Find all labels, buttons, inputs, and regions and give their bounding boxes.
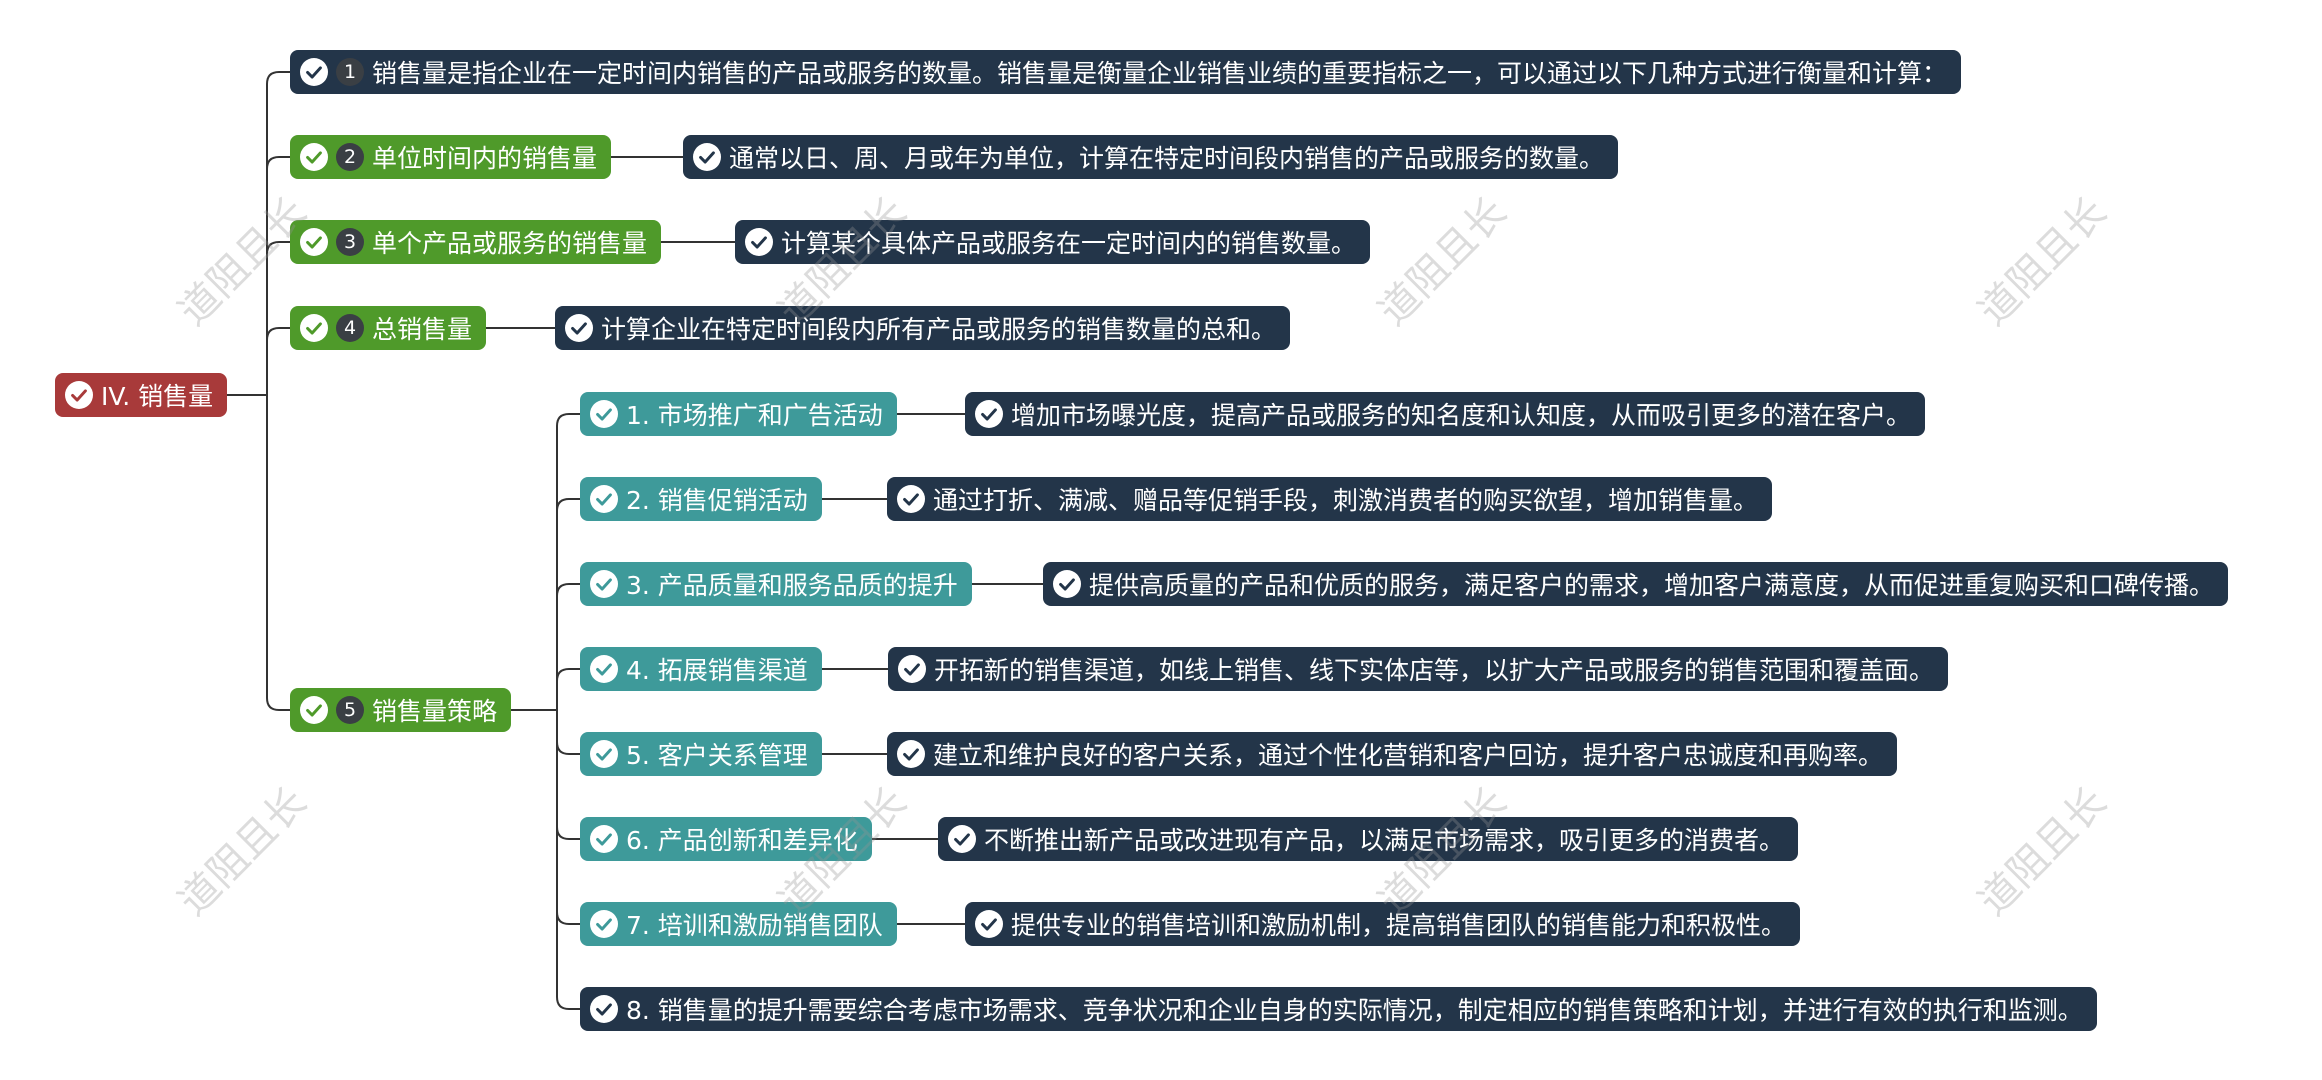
note-text: 开拓新的销售渠道，如线上销售、线下实体店等，以扩大产品或服务的销售范围和覆盖面。 [934, 656, 1935, 685]
connector-line [266, 395, 290, 711]
check-circle-icon [590, 570, 618, 598]
check-circle-icon [745, 228, 773, 256]
check-circle-icon [693, 143, 721, 171]
branch-node-3[interactable]: 3 单个产品或服务的销售量 [290, 220, 662, 264]
check-circle-icon [300, 58, 328, 86]
strategy-node-7[interactable]: 7. 培训和激励销售团队 [580, 902, 897, 946]
check-circle-icon [590, 485, 618, 513]
strategy-label: 6. 产品创新和差异化 [626, 826, 858, 855]
strategy-note-6[interactable]: 不断推出新产品或改进现有产品，以满足市场需求，吸引更多的消费者。 [938, 817, 1799, 861]
strategy-note-5[interactable]: 建立和维护良好的客户关系，通过个性化营销和客户回访，提升客户忠诚度和再购率。 [887, 732, 1898, 776]
branch-label: 销售量是指企业在一定时间内销售的产品或服务的数量。销售量是衡量企业销售业绩的重要… [372, 59, 1948, 88]
note-text: 建立和维护良好的客户关系，通过个性化营销和客户回访，提升客户忠诚度和再购率。 [933, 741, 1884, 770]
root-label: IV. 销售量 [101, 382, 214, 411]
note-text: 提供高质量的产品和优质的服务，满足客户的需求，增加客户满意度，从而促进重复购买和… [1089, 571, 2215, 600]
connector-line [266, 241, 290, 395]
strategy-node-5[interactable]: 5. 客户关系管理 [580, 732, 822, 776]
strategy-label: 4. 拓展销售渠道 [626, 656, 808, 685]
branch-node-4[interactable]: 4 总销售量 [290, 306, 487, 350]
check-circle-icon [975, 910, 1003, 938]
strategy-node-2[interactable]: 2. 销售促销活动 [580, 477, 822, 521]
strategy-node-6[interactable]: 6. 产品创新和差异化 [580, 817, 872, 861]
connector-line [556, 710, 580, 840]
strategy-label: 1. 市场推广和广告活动 [626, 401, 883, 430]
note-text: 增加市场曝光度，提高产品或服务的知名度和认知度，从而吸引更多的潜在客户。 [1011, 401, 1912, 430]
check-circle-icon [300, 696, 328, 724]
number-badge: 5 [336, 696, 364, 724]
number-badge: 2 [336, 143, 364, 171]
strategy-node-8[interactable]: 8. 销售量的提升需要综合考虑市场需求、竞争状况和企业自身的实际情况，制定相应的… [580, 987, 2097, 1031]
connector-line [266, 71, 290, 395]
branch-label: 单个产品或服务的销售量 [372, 229, 648, 258]
check-circle-icon [897, 485, 925, 513]
strategy-label: 2. 销售促销活动 [626, 486, 808, 515]
note-text: 不断推出新产品或改进现有产品，以满足市场需求，吸引更多的消费者。 [984, 826, 1785, 855]
check-circle-icon [897, 740, 925, 768]
note-text: 计算某个具体产品或服务在一定时间内的销售数量。 [781, 229, 1357, 258]
note-text: 提供专业的销售培训和激励机制，提高销售团队的销售能力和积极性。 [1011, 911, 1787, 940]
check-circle-icon [300, 143, 328, 171]
connector-line [556, 710, 580, 1010]
connector-line [556, 583, 580, 710]
connector-line [556, 498, 580, 710]
note-text: 通过打折、满减、赠品等促销手段，刺激消费者的购买欲望，增加销售量。 [933, 486, 1759, 515]
branch-note-4[interactable]: 计算企业在特定时间段内所有产品或服务的销售数量的总和。 [555, 306, 1291, 350]
branch-label: 总销售量 [372, 315, 473, 344]
check-circle-icon [565, 314, 593, 342]
check-circle-icon [948, 825, 976, 853]
strategy-label: 5. 客户关系管理 [626, 741, 808, 770]
note-text: 通常以日、周、月或年为单位，计算在特定时间段内销售的产品或服务的数量。 [729, 144, 1605, 173]
branch-node-5[interactable]: 5 销售量策略 [290, 688, 512, 732]
check-circle-icon [975, 400, 1003, 428]
check-circle-icon [1053, 570, 1081, 598]
check-circle-icon [65, 381, 93, 409]
connector-line [266, 327, 290, 395]
connector-line [266, 156, 290, 395]
strategy-note-4[interactable]: 开拓新的销售渠道，如线上销售、线下实体店等，以扩大产品或服务的销售范围和覆盖面。 [888, 647, 1949, 691]
connector-line [556, 413, 580, 710]
branch-note-3[interactable]: 计算某个具体产品或服务在一定时间内的销售数量。 [735, 220, 1371, 264]
strategy-label: 7. 培训和激励销售团队 [626, 911, 883, 940]
branch-node-2[interactable]: 2 单位时间内的销售量 [290, 135, 612, 179]
strategy-node-3[interactable]: 3. 产品质量和服务品质的提升 [580, 562, 972, 606]
branch-label: 单位时间内的销售量 [372, 144, 598, 173]
check-circle-icon [590, 400, 618, 428]
strategy-node-1[interactable]: 1. 市场推广和广告活动 [580, 392, 897, 436]
check-circle-icon [590, 740, 618, 768]
strategy-note-3[interactable]: 提供高质量的产品和优质的服务，满足客户的需求，增加客户满意度，从而促进重复购买和… [1043, 562, 2229, 606]
check-circle-icon [590, 655, 618, 683]
check-circle-icon [300, 228, 328, 256]
note-text: 计算企业在特定时间段内所有产品或服务的销售数量的总和。 [601, 315, 1277, 344]
strategy-note-7[interactable]: 提供专业的销售培训和激励机制，提高销售团队的销售能力和积极性。 [965, 902, 1801, 946]
number-badge: 3 [336, 228, 364, 256]
strategy-note-1[interactable]: 增加市场曝光度，提高产品或服务的知名度和认知度，从而吸引更多的潜在客户。 [965, 392, 1926, 436]
root-node[interactable]: IV. 销售量 [55, 373, 228, 417]
check-circle-icon [590, 910, 618, 938]
number-badge: 4 [336, 314, 364, 342]
connector-line [556, 710, 580, 925]
connector-line [556, 710, 580, 755]
strategy-label: 3. 产品质量和服务品质的提升 [626, 571, 958, 600]
strategy-label: 8. 销售量的提升需要综合考虑市场需求、竞争状况和企业自身的实际情况，制定相应的… [626, 996, 2083, 1025]
number-badge: 1 [336, 58, 364, 86]
strategy-note-2[interactable]: 通过打折、满减、赠品等促销手段，刺激消费者的购买欲望，增加销售量。 [887, 477, 1773, 521]
branch-label: 销售量策略 [372, 697, 498, 726]
check-circle-icon [300, 314, 328, 342]
branch-node-1[interactable]: 1 销售量是指企业在一定时间内销售的产品或服务的数量。销售量是衡量企业销售业绩的… [290, 50, 1962, 94]
strategy-node-4[interactable]: 4. 拓展销售渠道 [580, 647, 822, 691]
branch-note-2[interactable]: 通常以日、周、月或年为单位，计算在特定时间段内销售的产品或服务的数量。 [683, 135, 1619, 179]
connector-line [556, 668, 580, 710]
check-circle-icon [590, 995, 618, 1023]
check-circle-icon [590, 825, 618, 853]
check-circle-icon [898, 655, 926, 683]
